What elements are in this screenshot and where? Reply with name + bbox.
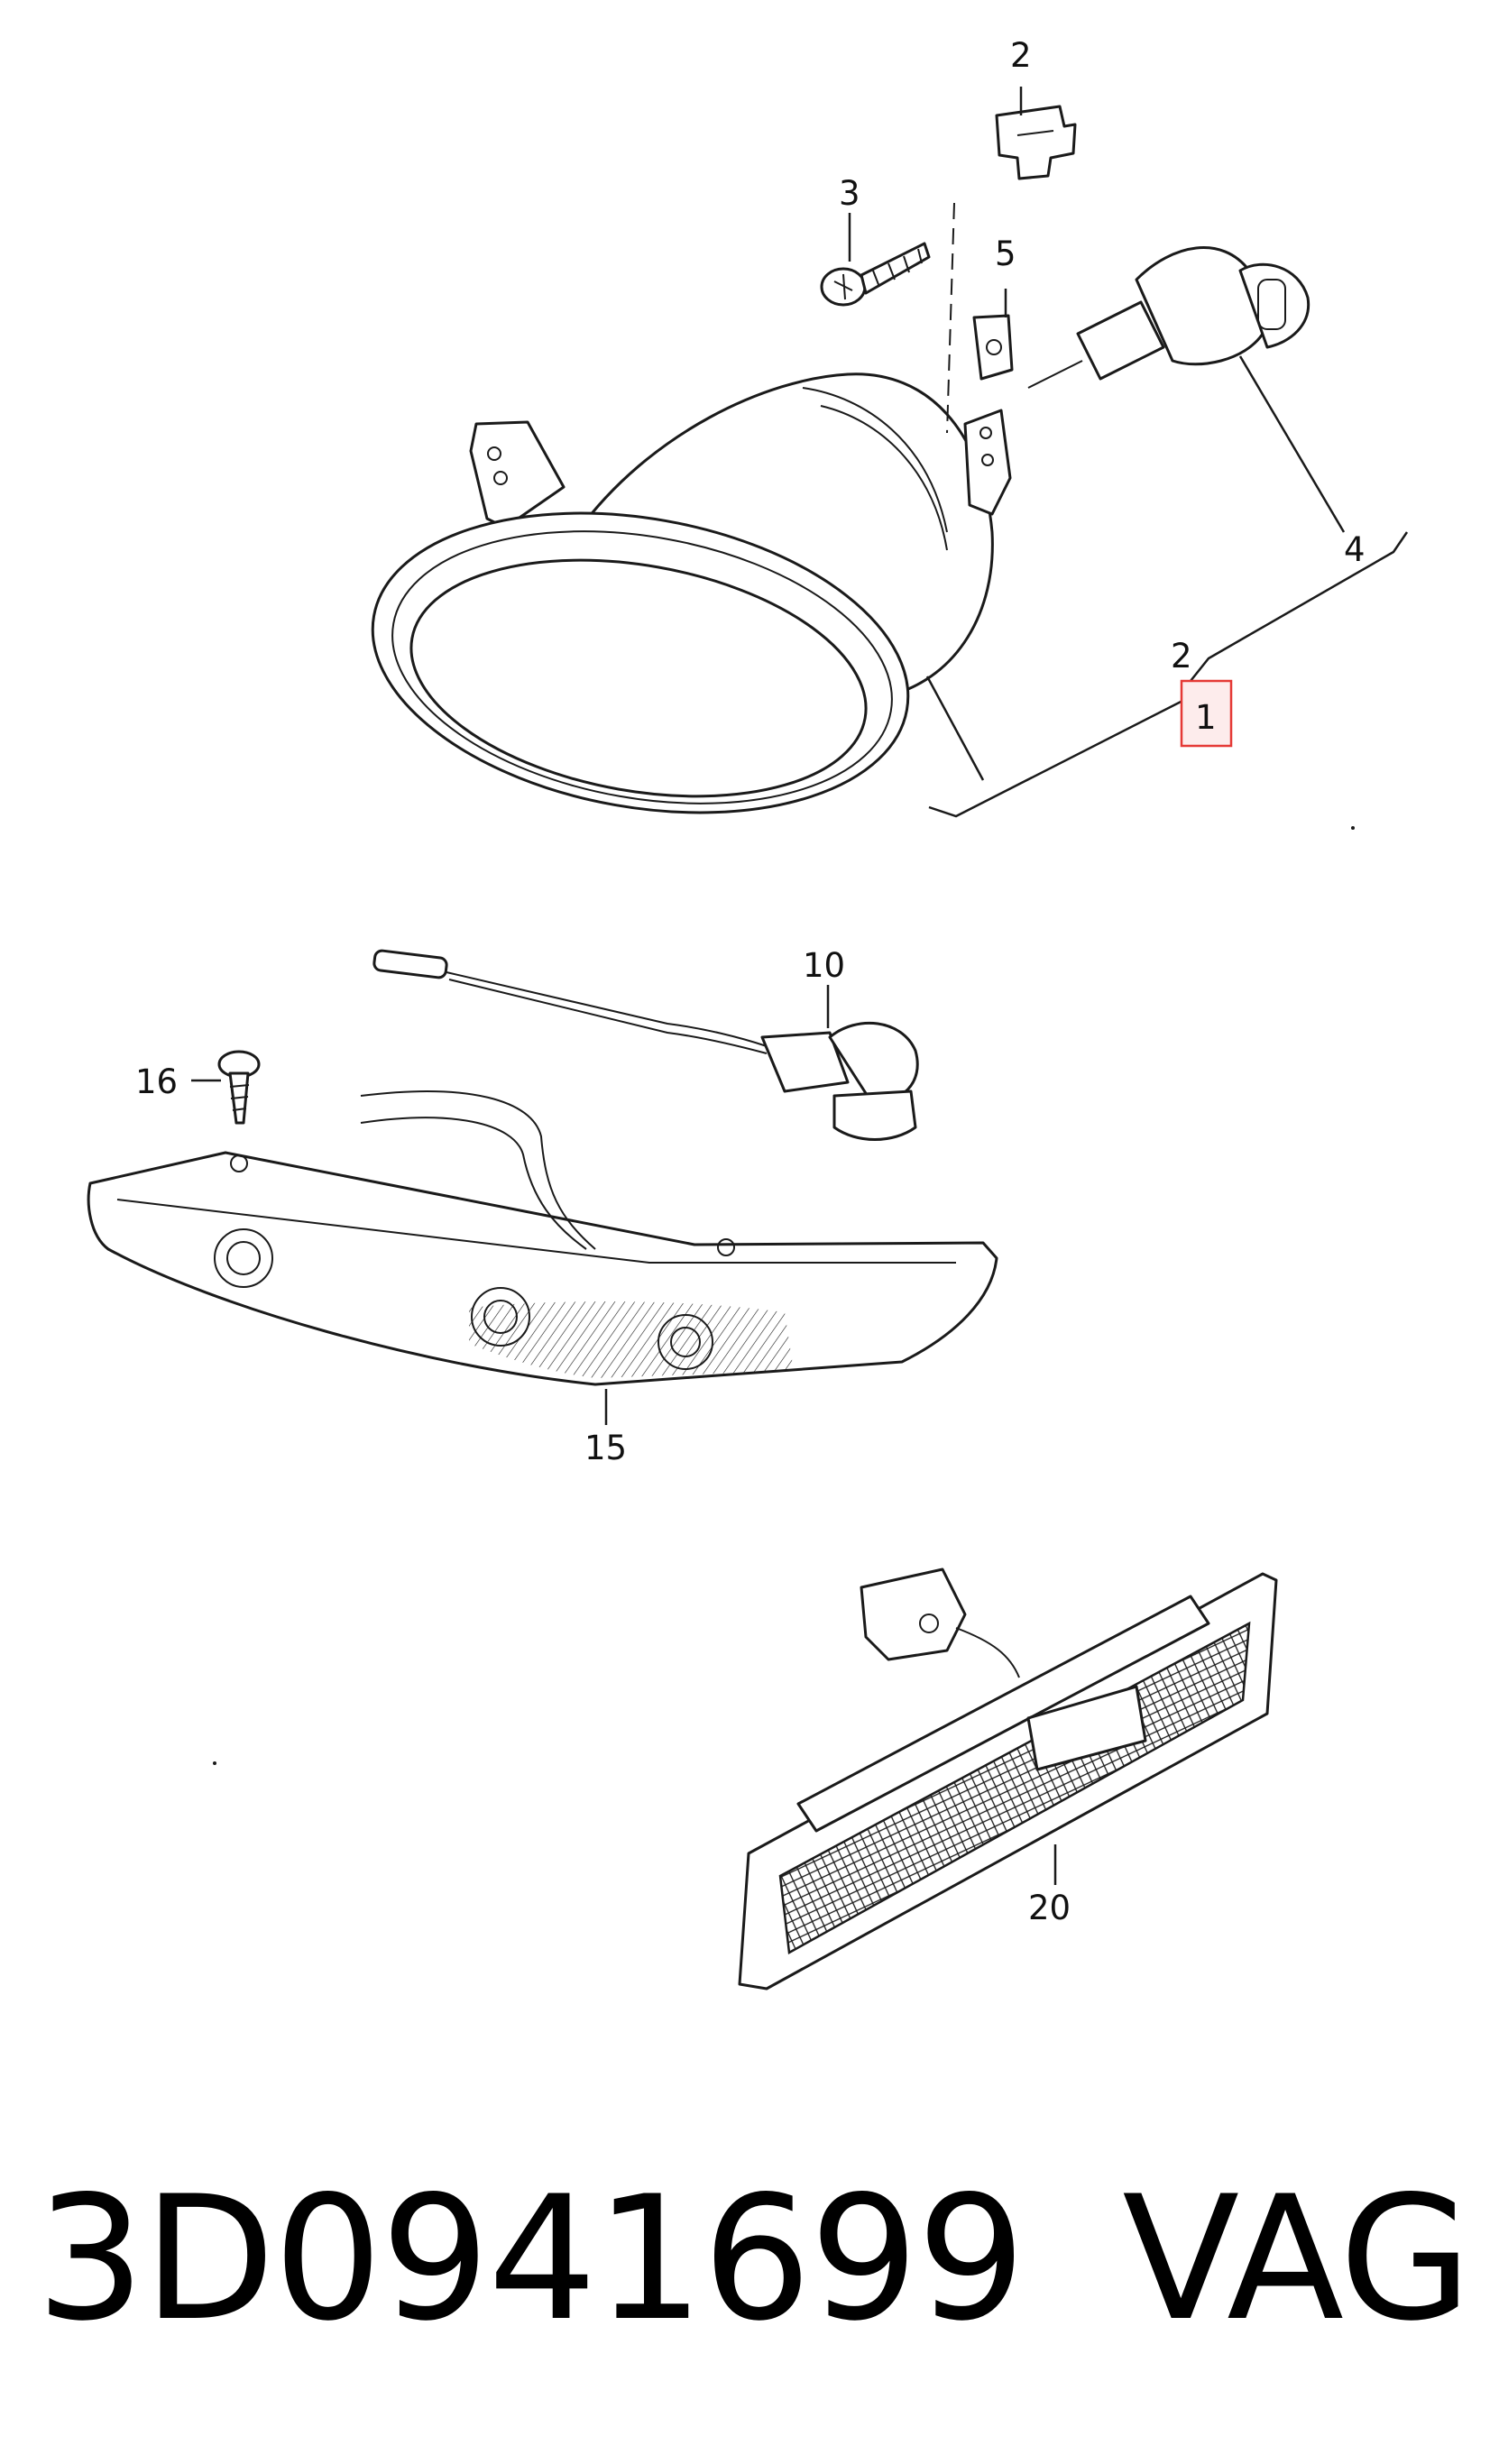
callout-2-lower: 2 [1171, 637, 1192, 676]
screw-part-16 [217, 1050, 261, 1125]
callout-3: 3 [839, 174, 860, 213]
callout-4: 4 [1344, 530, 1366, 569]
callout-15: 15 [584, 1429, 627, 1467]
parts-diagram: 2 3 5 4 2 1 [87, 36, 1409, 1991]
part-number: 3D0941699 [36, 2159, 1025, 2358]
callout-16: 16 [135, 1062, 178, 1101]
fog-lamp-assembly [371, 372, 1012, 814]
clip-nut-part-5 [972, 314, 1014, 381]
side-marker-part-20 [738, 1568, 1278, 1991]
callout-10: 10 [803, 946, 845, 985]
callout-1: 1 [1195, 698, 1217, 737]
callout-1-highlight [1180, 679, 1233, 748]
indicator-lamp-strip [87, 1090, 998, 1386]
callout-20: 20 [1028, 1889, 1071, 1927]
bulb-part-4 [1027, 246, 1310, 389]
clip-part-2 [995, 105, 1077, 180]
bulb-holder-part-10 [372, 949, 919, 1141]
footer: 3D0941699 VAG [36, 2156, 1472, 2363]
screw-part-3 [820, 242, 931, 307]
brand-label: VAG [1122, 2159, 1472, 2358]
callout-2-top: 2 [1010, 36, 1032, 75]
callout-5: 5 [995, 234, 1016, 273]
